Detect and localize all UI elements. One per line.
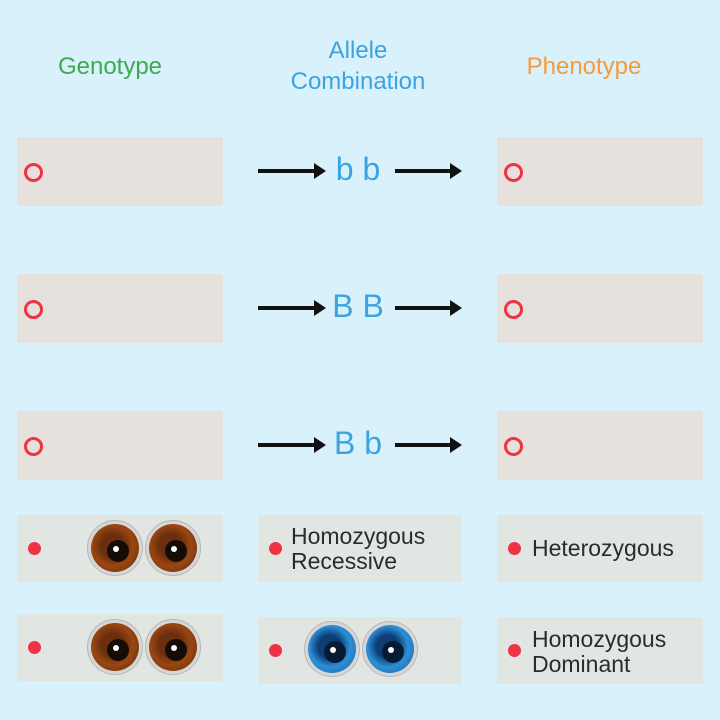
genotype-drop-slot-1[interactable] (17, 137, 223, 206)
draggable-homozygous-dominant[interactable]: Homozygous Dominant (497, 617, 703, 684)
brown-eye-icon (87, 619, 143, 675)
drag-handle-dot-icon (508, 541, 521, 555)
drop-target-ring-icon (24, 436, 43, 456)
allele-combination-header: Allele Combination (290, 37, 426, 95)
draggable-homozygous-recessive[interactable]: Homozygous Recessive (258, 515, 462, 582)
phenotype-drop-slot-1[interactable] (497, 137, 703, 206)
drag-handle-dot-icon (28, 640, 41, 654)
drop-target-ring-icon (24, 162, 43, 182)
arrow-right-icon (258, 300, 326, 316)
arrow-right-icon (258, 437, 326, 453)
drag-handle-dot-icon (508, 643, 521, 657)
draggable-heterozygous[interactable]: Heterozygous (497, 515, 703, 582)
homozygous-recessive-label: Homozygous Recessive (291, 523, 426, 574)
arrow-right-icon (395, 437, 462, 453)
drop-target-ring-icon (24, 299, 43, 319)
genotype-header: Genotype (57, 53, 163, 80)
allele-combination-1: b b (335, 151, 381, 187)
brown-eye-icon (145, 619, 201, 675)
blue-eye-icon (362, 621, 418, 677)
arrow-right-icon (395, 163, 462, 179)
homozygous-dominant-label: Homozygous Dominant (532, 626, 667, 677)
draggable-blue-eyes[interactable] (258, 617, 462, 684)
drag-handle-dot-icon (269, 541, 282, 555)
drop-target-ring-icon (504, 299, 523, 319)
allele-combination-3: B b (333, 425, 383, 461)
genotype-drop-slot-3[interactable] (17, 411, 223, 480)
brown-eye-icon (145, 520, 201, 576)
draggable-brown-eyes-2[interactable] (17, 614, 223, 681)
allele-combination-2: B B (332, 288, 384, 324)
arrow-right-icon (258, 163, 326, 179)
drop-target-ring-icon (504, 436, 523, 456)
brown-eye-icon (87, 520, 143, 576)
blue-eye-icon (304, 621, 360, 677)
genotype-drop-slot-2[interactable] (17, 274, 223, 343)
phenotype-drop-slot-2[interactable] (497, 274, 703, 343)
drag-handle-dot-icon (28, 541, 41, 555)
phenotype-header: Phenotype (526, 53, 642, 80)
drag-handle-dot-icon (269, 643, 282, 657)
draggable-brown-eyes-1[interactable] (17, 515, 223, 582)
phenotype-drop-slot-3[interactable] (497, 411, 703, 480)
arrow-right-icon (395, 300, 462, 316)
drop-target-ring-icon (504, 162, 523, 182)
heterozygous-label: Heterozygous (532, 535, 674, 561)
